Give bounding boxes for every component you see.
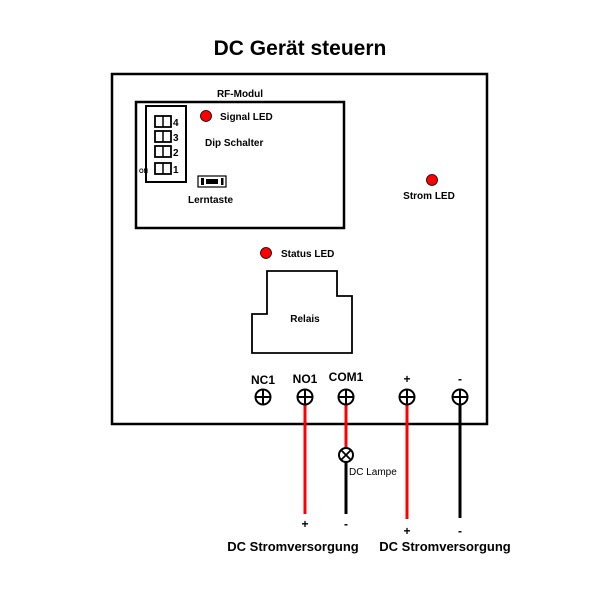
terminal-minus-screw-icon[interactable] xyxy=(451,388,469,406)
terminal-label-no1: NO1 xyxy=(293,372,318,386)
dip-position-label: 2 xyxy=(173,148,179,159)
supply-left-plus: + xyxy=(301,517,308,531)
signal-led-label: Signal LED xyxy=(220,112,273,123)
dip-switch-label: Dip Schalter xyxy=(205,138,263,149)
terminal-no1-screw-icon[interactable] xyxy=(296,388,314,406)
supply-left-minus: - xyxy=(344,517,348,531)
supply-right-plus: + xyxy=(403,524,410,538)
power-led-icon xyxy=(426,174,438,186)
supply-left-label: DC Stromversorgung xyxy=(227,539,359,554)
dip-switch-housing xyxy=(145,105,187,183)
signal-led-icon xyxy=(200,110,212,122)
dip-switch-4[interactable]: 4 xyxy=(154,115,179,129)
lamp-label: DC Lampe xyxy=(349,467,397,478)
dip-position-label: 3 xyxy=(173,133,179,144)
dip-switch: 4 3 2 1 ON xyxy=(139,105,187,183)
power-led-label: Strom LED xyxy=(403,191,455,202)
dip-switch-2[interactable]: 2 xyxy=(154,145,179,159)
diagram-title: DC Gerät steuern xyxy=(214,37,387,60)
device-enclosure xyxy=(110,72,489,426)
terminal-com1-screw-icon[interactable] xyxy=(337,388,355,406)
lamp-icon xyxy=(338,447,354,463)
terminal-label-minus: - xyxy=(458,372,462,386)
supply-right-label: DC Stromversorgung xyxy=(379,539,511,554)
relay-outline xyxy=(251,270,353,354)
dip-on-label: ON xyxy=(139,169,148,175)
learn-button-label: Lerntaste xyxy=(188,195,233,206)
learn-button[interactable] xyxy=(197,175,227,188)
terminal-label-nc1: NC1 xyxy=(251,373,275,387)
dip-switch-1[interactable]: 1 xyxy=(154,162,179,176)
dip-switch-3[interactable]: 3 xyxy=(154,130,179,144)
terminal-label-com1: COM1 xyxy=(329,370,364,384)
dip-position-label: 1 xyxy=(173,165,179,176)
rf-module-label: RF-Modul xyxy=(217,89,263,100)
terminal-nc1-screw-icon[interactable] xyxy=(254,388,272,406)
supply-right-minus: - xyxy=(458,524,462,538)
terminal-plus-screw-icon[interactable] xyxy=(398,388,416,406)
status-led-label: Status LED xyxy=(281,249,334,260)
relay-label: Relais xyxy=(290,314,320,325)
rf-module-box xyxy=(134,100,346,230)
status-led-icon xyxy=(260,247,272,259)
dip-position-label: 4 xyxy=(173,118,179,129)
terminal-label-plus: + xyxy=(403,372,410,386)
